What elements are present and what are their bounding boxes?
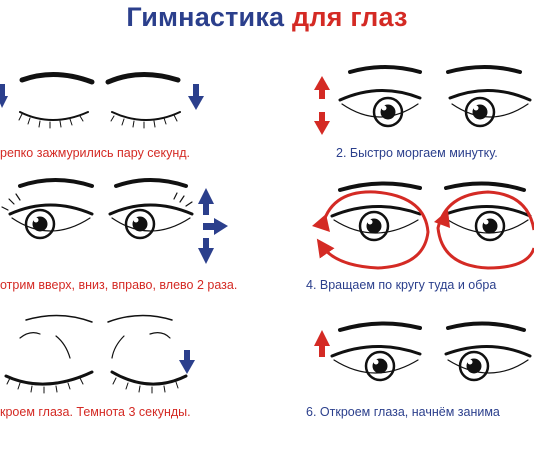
rotate-arrow-icon xyxy=(316,190,534,270)
step6-open-eyes xyxy=(330,321,532,382)
step3-eyes xyxy=(1,178,194,240)
arrow-down-icon xyxy=(0,84,8,108)
step3-caption: отрим вверх, вниз, вправо, влево 2 раза. xyxy=(0,278,238,292)
title-part-2: для глаз xyxy=(291,2,408,32)
title-part-1: Гимнастика xyxy=(126,2,285,32)
arrow-down-icon xyxy=(179,350,195,374)
step4-caption: 4. Вращаем по кругу туда и обра xyxy=(306,278,497,292)
arrow-up-icon xyxy=(198,188,214,215)
arrow-down-icon xyxy=(198,238,214,264)
page-title: Гимнастика для глаз xyxy=(0,2,534,33)
step2-caption: 2. Быстро моргаем минутку. xyxy=(336,146,498,160)
arrow-down-icon xyxy=(188,84,204,110)
arrow-up-icon xyxy=(314,76,330,99)
step6-caption: 6. Откроем глаза, начнём занима xyxy=(306,405,500,419)
step5-closed-eyes xyxy=(4,314,188,394)
step5-caption: кроем глаза. Темнота 3 секунды. xyxy=(0,405,191,419)
step1-caption: репко зажмурились пару секунд. xyxy=(0,146,191,160)
arrow-head-icon xyxy=(312,214,330,232)
step2-open-eyes xyxy=(338,65,532,128)
step4-eyes xyxy=(330,181,532,242)
arrow-right-icon xyxy=(203,218,228,235)
step1-closed-eyes xyxy=(18,71,181,129)
arrow-head-icon xyxy=(434,210,450,228)
arrow-down-icon xyxy=(314,112,330,135)
arrow-up-icon xyxy=(314,330,330,357)
